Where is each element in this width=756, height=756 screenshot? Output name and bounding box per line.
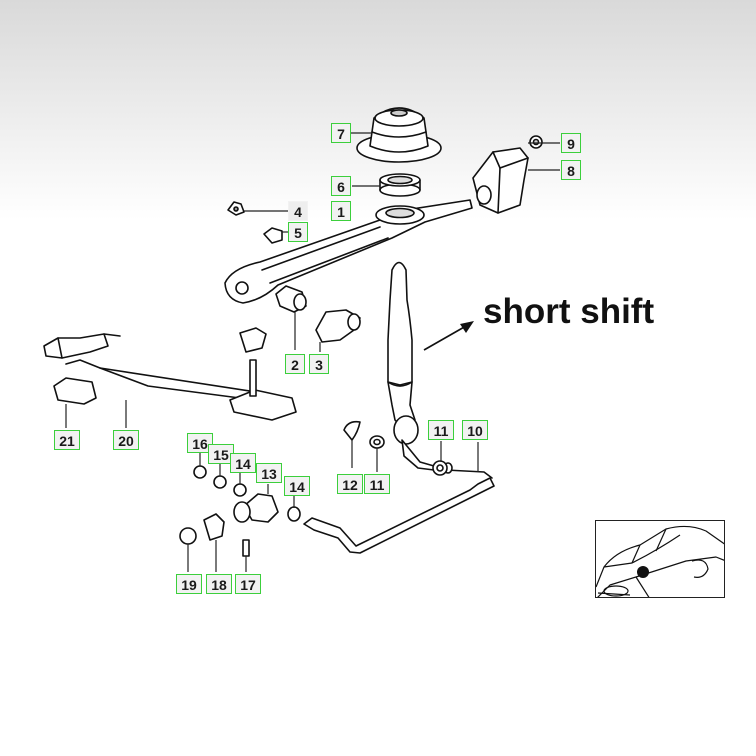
part-11-washer-b	[432, 460, 448, 476]
part-14-washer-b	[287, 506, 301, 522]
part-18-bushing	[203, 513, 225, 541]
part-4-clip	[227, 201, 245, 216]
callout-15: 15	[208, 444, 234, 464]
leader-lines	[65, 132, 560, 572]
part-11-washer	[369, 435, 385, 449]
part-14-washer-a	[233, 483, 247, 497]
part-15-washer	[213, 475, 227, 489]
car-location-inset	[595, 520, 725, 598]
part-20-21-switch-cable	[43, 333, 263, 405]
car-icon	[596, 525, 724, 597]
part-16-washer	[193, 465, 207, 479]
part-13-bushing	[233, 493, 279, 523]
part-17-pin	[242, 539, 250, 557]
callout-16: 16	[187, 433, 213, 453]
callout-14-left: 14	[230, 453, 256, 473]
lever-with-knob	[229, 327, 297, 421]
callout-8: 8	[561, 160, 581, 180]
callout-14-right: 14	[284, 476, 310, 496]
callout-4: 4	[288, 201, 308, 221]
part-12-clip	[343, 420, 361, 441]
part-2-bushing	[275, 285, 307, 313]
pointer-arrow	[423, 321, 474, 351]
part-1-shift-carrier	[224, 199, 473, 304]
callout-9: 9	[561, 133, 581, 153]
part-8-bracket	[472, 147, 529, 214]
callout-12: 12	[337, 474, 363, 494]
callout-11-lower: 11	[364, 474, 390, 494]
callout-13: 13	[256, 463, 282, 483]
part-10-linkage-rod	[303, 462, 495, 554]
location-dot	[637, 566, 649, 578]
callout-10: 10	[462, 420, 488, 440]
part-5-clip	[263, 227, 283, 244]
part-19-cap	[179, 527, 197, 545]
callout-18: 18	[206, 574, 232, 594]
callout-20: 20	[113, 430, 139, 450]
callout-11-upper: 11	[428, 420, 454, 440]
part-7-boot	[356, 107, 442, 163]
part-9-nut	[529, 135, 543, 149]
callout-2: 2	[285, 354, 305, 374]
part-3-bracket	[315, 309, 361, 343]
callout-17: 17	[235, 574, 261, 594]
part-6-ring	[379, 173, 421, 197]
callout-5: 5	[288, 222, 308, 242]
callout-19: 19	[176, 574, 202, 594]
callout-1: 1	[331, 201, 351, 221]
callout-21: 21	[54, 430, 80, 450]
callout-3: 3	[309, 354, 329, 374]
callout-7: 7	[331, 123, 351, 143]
callout-6: 6	[331, 176, 351, 196]
short-shift-label: short shift	[483, 292, 655, 331]
